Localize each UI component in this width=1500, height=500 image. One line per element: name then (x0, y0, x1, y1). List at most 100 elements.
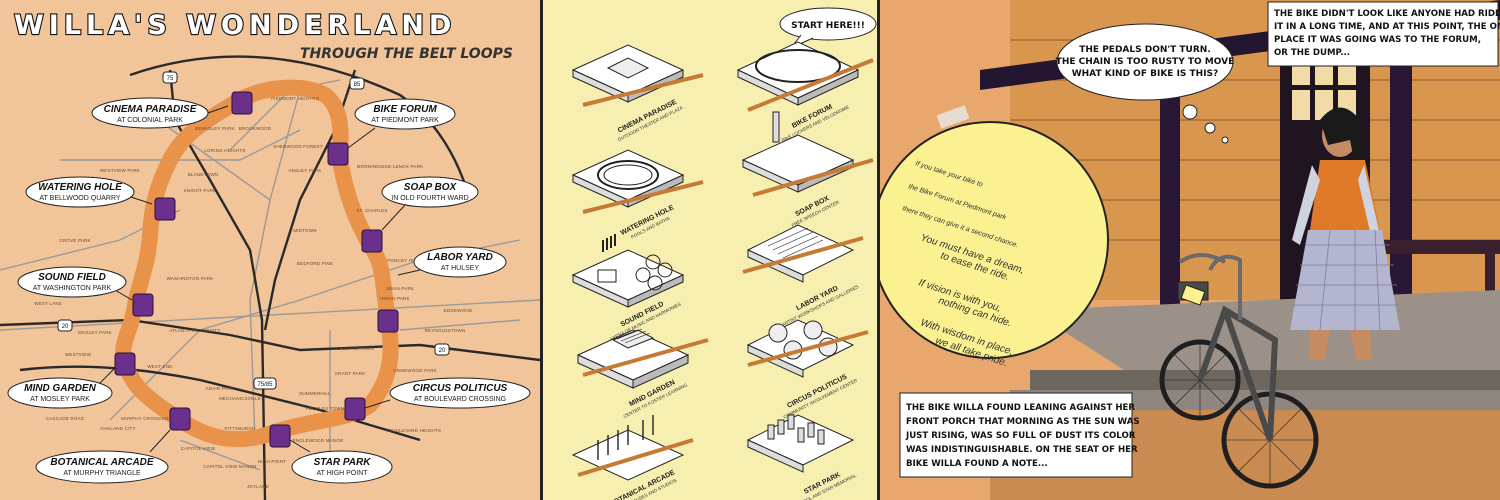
story-panel: If you take your bike to the Bike Forum … (880, 0, 1500, 500)
station-mind-garden[interactable] (114, 352, 136, 376)
callout-watering-hole[interactable]: WATERING HOLE AT BELLWOOD QUARRY (25, 176, 153, 208)
callout-sound-field[interactable]: SOUND FIELD AT WASHINGTON PARK (17, 266, 133, 301)
model-watering-hole[interactable]: WATERING HOLE POOLS AND BATHS (571, 149, 704, 240)
neighborhood-label: GROVE PARK (59, 238, 90, 243)
station-sound-field[interactable] (132, 293, 154, 317)
svg-text:THE BIKE WILLA FOUND LEANING A: THE BIKE WILLA FOUND LEANING AGAINST HER (906, 403, 1135, 413)
callout-cinema-paradise[interactable]: CINEMA PARADISE AT COLONIAL PARK (91, 97, 229, 129)
station-cinema-paradise[interactable] (231, 91, 253, 115)
neighborhood-label: ORMEWOOD PARK (393, 368, 437, 373)
neighborhood-label: ST. CHARLES (356, 208, 387, 213)
neighborhood-label: BROOKWOOD (239, 126, 272, 131)
shield-i20-east: 20 (434, 343, 450, 356)
shield-i75: 75 (162, 71, 178, 84)
neighborhood-label: SUMMERHILL (299, 391, 331, 396)
station-labor-yard[interactable] (377, 309, 399, 333)
models-panel: START HERE!!! CINEMA PARADISE OUTDOOR TH… (540, 0, 880, 500)
neighborhood-label: HIGH POINT (258, 459, 286, 464)
svg-text:75: 75 (167, 76, 174, 82)
svg-text:AT COLONIAL PARK: AT COLONIAL PARK (117, 117, 183, 124)
model-cinema-paradise[interactable]: CINEMA PARADISE OUTDOOR THEATER AND PLAZ… (571, 44, 704, 142)
svg-text:IN OLD FOURTH WARD: IN OLD FOURTH WARD (391, 195, 468, 202)
neighborhood-labels: PIEDMONT HEIGHTS BERKELEY PARK LORING HE… (34, 96, 473, 489)
neighborhood-label: WEST END (147, 364, 173, 369)
neighborhood-label: LORING HEIGHTS (204, 148, 245, 153)
model-sound-field[interactable]: SOUND FIELD ARENA OF MUSIC AND HARMONIES (571, 234, 685, 342)
svg-text:START HERE!!!: START HERE!!! (791, 21, 865, 31)
neighborhood-label: MECHANICSVILLE (219, 396, 261, 401)
svg-text:THE PEDALS DON'T TURN.: THE PEDALS DON'T TURN. (1079, 45, 1211, 55)
stations (114, 91, 399, 448)
svg-text:PLACE IT WAS GOING WAS TO THE: PLACE IT WAS GOING WAS TO THE FORUM, (1274, 35, 1481, 45)
station-circus-politicus[interactable] (344, 397, 366, 421)
svg-text:AT MURPHY TRIANGLE: AT MURPHY TRIANGLE (63, 470, 141, 477)
svg-text:OR THE DUMP...: OR THE DUMP... (1274, 48, 1350, 58)
neighborhood-label: WASHINGTON PARK (167, 276, 214, 281)
shield-i20-west: 20 (57, 319, 73, 332)
neighborhood-label: SHERWOOD FOREST (273, 144, 322, 149)
map-subtitle: THROUGH THE BELT LOOPS (300, 46, 513, 62)
station-soap-box[interactable] (361, 229, 383, 253)
svg-text:BIKE FORUM: BIKE FORUM (373, 104, 437, 115)
neighborhood-label: MORNINGSIDE-LENOX PARK (357, 164, 424, 169)
svg-text:AT BELLWOOD QUARRY: AT BELLWOOD QUARRY (39, 195, 120, 202)
svg-text:ARTIST WORKSHOPS AND GALLERIES: ARTIST WORKSHOPS AND GALLERIES (781, 284, 859, 327)
svg-text:85: 85 (354, 82, 361, 88)
neighborhood-label: CAPITOL VIEW MANOR (203, 464, 257, 469)
neighborhood-label: GRANT PARK (335, 371, 366, 376)
neighborhood-label: PITTSBURGH (224, 426, 255, 431)
callout-mind-garden[interactable]: MIND GARDEN AT MOSLEY PARK (7, 367, 116, 409)
svg-text:20: 20 (62, 324, 69, 330)
shield-i75-85: 75/85 (253, 377, 277, 390)
neighborhood-label: BEDFORD PINE (297, 261, 333, 266)
porch-step (1030, 370, 1500, 390)
svg-text:SOAP BOX: SOAP BOX (404, 182, 458, 193)
story-illustration: If you take your bike to the Bike Forum … (880, 0, 1500, 500)
svg-text:AT BOULEVARD CROSSING: AT BOULEVARD CROSSING (414, 396, 506, 403)
callout-labor-yard[interactable]: LABOR YARD AT HULSEY (397, 246, 507, 278)
map-panel: WILLA'S WONDERLAND THROUGH THE BELT LOOP… (0, 0, 540, 500)
svg-text:AT MOSLEY PARK: AT MOSLEY PARK (30, 396, 90, 403)
neighborhood-label: MIDTOWN (293, 228, 316, 233)
place-callouts: CINEMA PARADISE AT COLONIAL PARK BIKE FO… (7, 97, 531, 484)
svg-text:AT HULSEY: AT HULSEY (441, 265, 480, 272)
callout-bike-forum[interactable]: BIKE FORUM AT PIEDMONT PARK (347, 98, 456, 149)
neighborhood-label: BOULEVARD HEIGHTS (389, 428, 441, 433)
svg-text:BIKE WILLA FOUND A NOTE...: BIKE WILLA FOUND A NOTE... (906, 459, 1048, 469)
callout-botanical-arcade[interactable]: BOTANICAL ARCADE AT MURPHY TRIANGLE (35, 429, 171, 484)
neighborhood-label: REYNOLDSTOWN (425, 328, 466, 333)
top-caption-box: THE BIKE DIDN'T LOOK LIKE ANYONE HAD RID… (1267, 1, 1500, 67)
model-star-park[interactable]: STAR PARK SCHOOL AND STAR MEMORIAL (746, 414, 858, 500)
station-star-park[interactable] (269, 424, 291, 448)
seat-note[interactable] (1180, 284, 1206, 306)
model-bike-forum[interactable]: BIKE FORUM BIKE LOCKERS AND VELODROME (736, 41, 874, 143)
svg-text:MIND GARDEN: MIND GARDEN (24, 383, 96, 394)
neighborhood-label: JOYLAND (247, 484, 270, 489)
station-watering-hole[interactable] (154, 197, 176, 221)
model-botanical-arcade[interactable]: BOTANICAL ARCADE GREEN HOUSES AND STUDIO… (571, 415, 694, 500)
svg-text:AT PIEDMONT PARK: AT PIEDMONT PARK (371, 117, 439, 124)
axonometric-models: START HERE!!! CINEMA PARADISE OUTDOOR TH… (571, 7, 877, 500)
neighborhood-label: MURPHY CROSSING (121, 416, 169, 421)
station-botanical-arcade[interactable] (169, 407, 191, 431)
svg-text:AT WASHINGTON PARK: AT WASHINGTON PARK (33, 285, 112, 292)
neighborhood-label: ANSLEY PARK (288, 168, 321, 173)
callout-star-park[interactable]: STAR PARK AT HIGH POINT (289, 439, 393, 484)
svg-text:AT HIGH POINT: AT HIGH POINT (316, 470, 368, 477)
callout-circus-politicus[interactable]: CIRCUS POLITICUS AT BOULEVARD CROSSING (364, 377, 531, 409)
belt-loop-map: WILLA'S WONDERLAND THROUGH THE BELT LOOP… (0, 9, 540, 500)
model-circus-politicus[interactable]: CIRCUS POLITICUS COMMUNITY INVOLVEMENT C… (746, 319, 869, 420)
note-magnifier[interactable]: If you take your bike to the Bike Forum … (880, 105, 1109, 369)
neighborhood-label: INMAN PARK (380, 296, 410, 301)
svg-text:THE BIKE DIDN'T LOOK LIKE ANYO: THE BIKE DIDN'T LOOK LIKE ANYONE HAD RID… (1274, 9, 1500, 19)
model-labor-yard[interactable]: LABOR YARD ARTIST WORKSHOPS AND GALLERIE… (742, 224, 864, 327)
svg-text:WATERING HOLE: WATERING HOLE (38, 182, 122, 193)
station-bike-forum[interactable] (327, 142, 349, 166)
neighborhood-label: ATLANTA UNIVERSITY (169, 328, 220, 333)
callout-soap-box[interactable]: SOAP BOX IN OLD FOURTH WARD (381, 176, 479, 231)
model-mind-garden[interactable]: MIND GARDEN CENTER TO FOSTER LEARNING (576, 328, 709, 419)
svg-text:BOTANICAL ARCADE: BOTANICAL ARCADE (50, 457, 153, 468)
svg-text:IT IN A LONG TIME, AND AT THIS: IT IN A LONG TIME, AND AT THIS POINT, TH… (1274, 22, 1500, 32)
neighborhood-label: WESTVIEW PARK (100, 168, 140, 173)
